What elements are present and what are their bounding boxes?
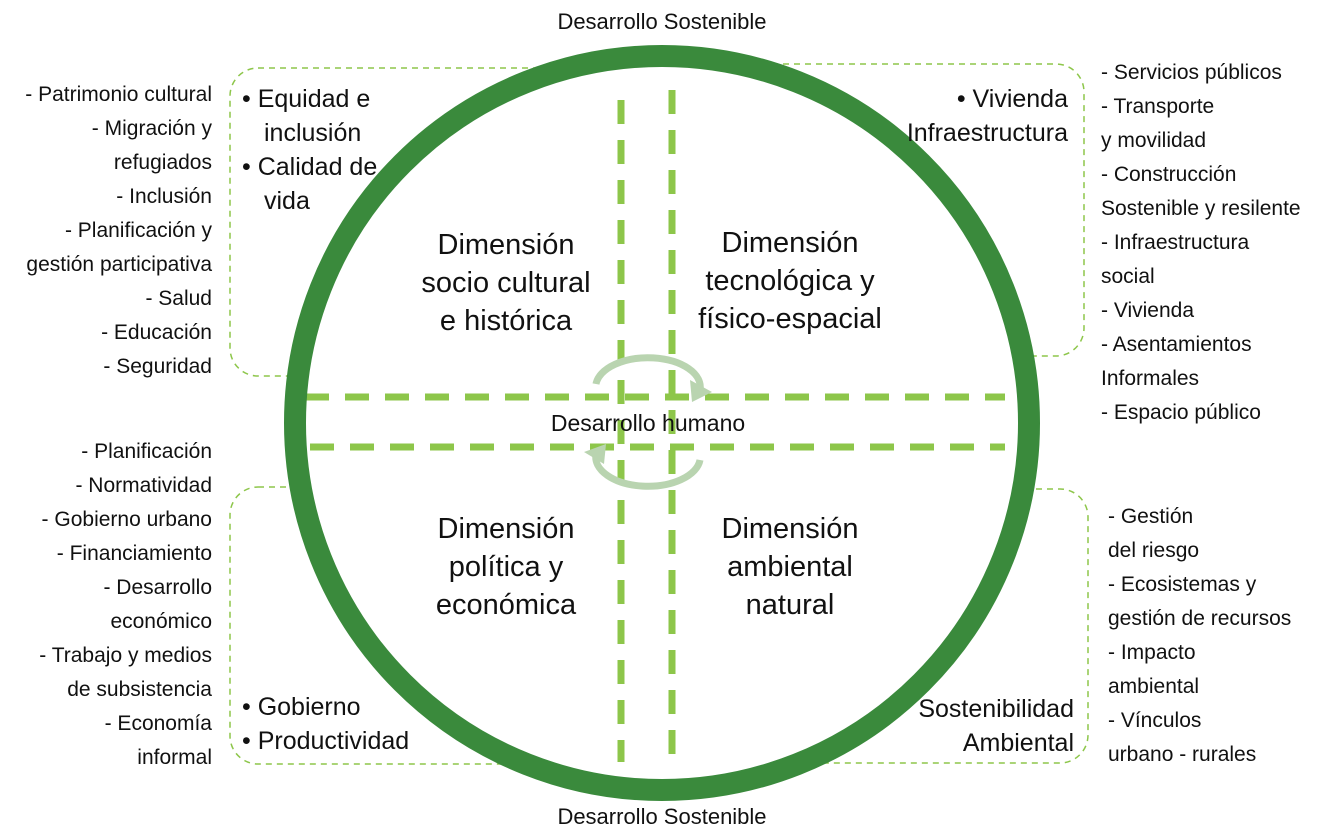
list-item: - Salud (145, 287, 212, 310)
inner-box-bottom-right: Sostenibilidad Ambiental (870, 692, 1074, 760)
list-item: - Normatividad (75, 474, 212, 497)
dimension-top-right: Dimensión tecnológica y físico-espacial (660, 224, 920, 338)
list-item: - Vínculos (1108, 709, 1202, 732)
inner-line: • Calidad de (242, 153, 378, 181)
bottom-label: Desarrollo Sostenible (557, 804, 767, 829)
list-item: - Desarrollo (103, 576, 212, 599)
list-item: - Economía (104, 712, 212, 735)
top-label: Desarrollo Sostenible (557, 9, 767, 34)
inner-line: • Equidad e (242, 85, 371, 113)
list-item: Sostenible y resilente (1101, 197, 1301, 220)
list-item: - Migración y (91, 117, 212, 140)
side-list-bottom-right: - Gestión del riesgo - Ecosistemas y ges… (1108, 500, 1324, 772)
cycle-arrows-icon (592, 354, 704, 490)
dim-line: natural (745, 589, 835, 621)
list-item: - Impacto (1108, 641, 1196, 664)
list-item: del riesgo (1108, 539, 1200, 562)
inner-line: Infraestructura (906, 119, 1068, 147)
list-item: de subsistencia (67, 678, 212, 701)
dimension-top-left: Dimensión socio cultural e histórica (376, 226, 636, 340)
list-item: gestión participativa (26, 253, 212, 276)
inner-box-top-right: • Vivienda Infraestructura (870, 82, 1068, 150)
list-item: gestión de recursos (1108, 607, 1292, 630)
inner-box-top-left: • Equidad e inclusión • Calidad de vida (242, 82, 377, 218)
list-item: - Infraestructura (1101, 231, 1250, 254)
list-item: - Gobierno urbano (41, 508, 212, 531)
list-item: - Financiamiento (56, 542, 212, 565)
inner-line: vida (264, 187, 310, 215)
list-item: - Vivienda (1101, 299, 1195, 322)
list-item: - Gestión (1108, 505, 1194, 528)
list-item: - Espacio público (1101, 401, 1261, 424)
dim-line: Dimensión (437, 229, 575, 261)
dim-line: socio cultural (421, 267, 591, 299)
list-item: - Patrimonio cultural (25, 83, 212, 106)
list-item: - Planificación y (64, 219, 212, 242)
dimension-bottom-right: Dimensión ambiental natural (660, 510, 920, 624)
list-item: Informales (1101, 367, 1200, 390)
cross-dashes (305, 90, 1005, 762)
dim-line: físico-espacial (698, 303, 882, 335)
dim-line: Dimensión (721, 513, 859, 545)
dim-line: tecnológica y (705, 265, 875, 297)
side-list-top-right: - Servicios públicos - Transporte y movi… (1101, 56, 1325, 430)
list-item: - Educación (101, 321, 212, 344)
outer-ring (284, 45, 1040, 801)
cycle-arrowhead-left (584, 444, 606, 464)
list-item: urbano - rurales (1108, 743, 1257, 766)
dim-line: e histórica (439, 305, 573, 337)
inner-line: • Productividad (242, 727, 410, 755)
list-item: informal (137, 746, 212, 769)
inner-box-bottom-left: • Gobierno • Productividad (242, 690, 409, 758)
list-item: - Ecosistemas y (1108, 573, 1257, 596)
list-item: - Inclusión (116, 185, 212, 208)
inner-line: • Vivienda (956, 85, 1068, 113)
list-item: refugiados (113, 151, 212, 174)
side-list-top-left: - Patrimonio cultural - Migración y refu… (0, 78, 212, 384)
dim-line: ambiental (727, 551, 853, 583)
list-item: - Trabajo y medios (39, 644, 212, 667)
inner-line: Ambiental (962, 729, 1074, 757)
list-item: - Seguridad (103, 355, 212, 378)
cycle-arrowhead-right (690, 380, 712, 402)
list-item: económico (110, 610, 212, 633)
side-list-bottom-left: - Planificación - Normatividad - Gobiern… (0, 435, 212, 775)
inner-line: inclusión (264, 119, 362, 147)
list-item: - Planificación (81, 440, 212, 463)
circle-fill (302, 63, 1022, 783)
dim-line: económica (435, 589, 577, 621)
inner-line: • Gobierno (242, 693, 361, 721)
list-item: - Transporte (1101, 95, 1215, 118)
dimension-bottom-left: Dimensión política y económica (376, 510, 636, 624)
list-item: social (1101, 265, 1155, 288)
center-label: Desarrollo humano (550, 410, 746, 436)
list-item: y movilidad (1101, 129, 1207, 152)
list-item: ambiental (1108, 675, 1200, 698)
list-item: - Construcción (1101, 163, 1237, 186)
dim-line: política y (448, 551, 564, 583)
list-item: - Asentamientos (1101, 333, 1252, 356)
dim-line: Dimensión (437, 513, 575, 545)
dim-line: Dimensión (721, 227, 859, 259)
list-item: - Servicios públicos (1101, 61, 1282, 84)
inner-line: Sostenibilidad (918, 695, 1074, 723)
